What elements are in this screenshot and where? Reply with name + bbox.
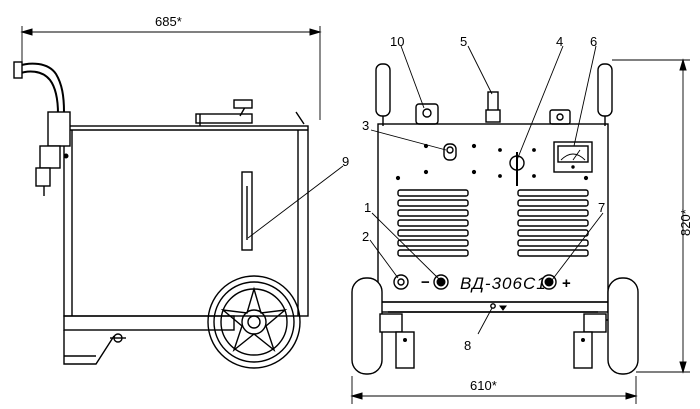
callout-1: 1 [364, 200, 371, 215]
height-dimension: 820* [678, 209, 693, 236]
callout-10: 10 [390, 34, 404, 49]
callout-3: 3 [362, 118, 369, 133]
plus-sign: + [562, 275, 571, 292]
vent-right [517, 189, 589, 257]
front-view: 820* 610* [350, 58, 693, 404]
vent-left [397, 189, 469, 257]
minus-sign: − [421, 274, 430, 291]
side-width-dimension: 685* [155, 14, 182, 29]
callouts: 1 2 3 4 5 6 7 8 9 10 [247, 34, 605, 353]
callout-5: 5 [460, 34, 467, 49]
callout-7: 7 [598, 200, 605, 215]
front-width-dimension: 610* [470, 378, 497, 393]
callout-2: 2 [362, 229, 369, 244]
callout-9: 9 [342, 154, 349, 169]
callout-6: 6 [590, 34, 597, 49]
side-view: 685* [13, 14, 322, 369]
callout-4: 4 [556, 34, 563, 49]
side-wheel [207, 275, 301, 369]
callout-8: 8 [464, 338, 471, 353]
model-brand: ВД-306С1 [460, 274, 547, 293]
